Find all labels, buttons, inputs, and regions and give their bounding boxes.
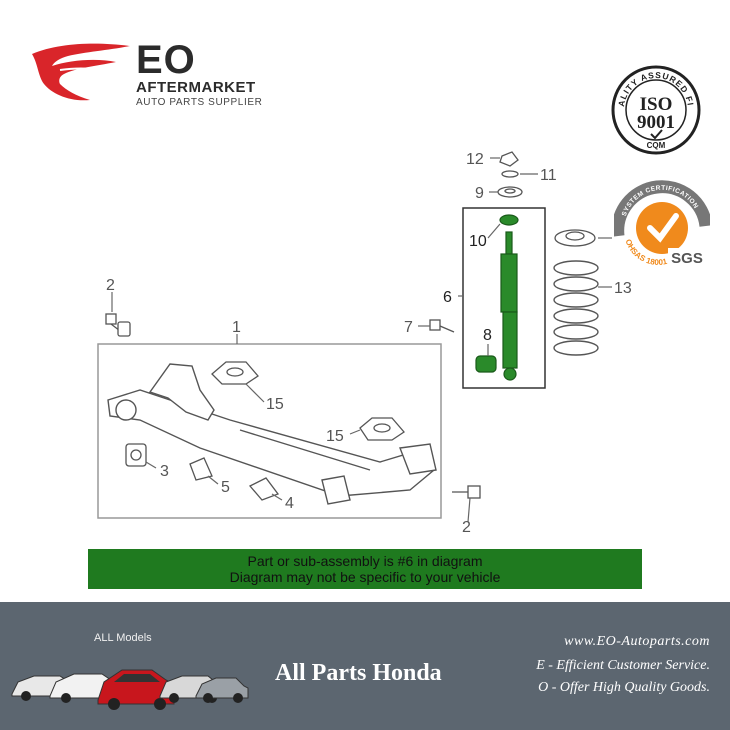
callout-2-bottom: 2 bbox=[462, 519, 471, 536]
car-lineup-image bbox=[11, 669, 249, 710]
sgs-ohsas-badge: SYSTEM CERTIFICATION OHSAS 18001 SGS bbox=[614, 180, 710, 267]
callout-6: 6 bbox=[443, 289, 452, 306]
callout-5: 5 bbox=[221, 479, 230, 496]
callout-9: 9 bbox=[475, 185, 484, 202]
washer-11 bbox=[501, 170, 519, 178]
rear-axle-beam bbox=[107, 363, 437, 505]
mount-bracket-15a bbox=[211, 361, 259, 385]
callout-7: 7 bbox=[404, 319, 413, 336]
eo-logo-icon bbox=[32, 43, 130, 101]
bracket-5 bbox=[189, 457, 213, 481]
check-icon bbox=[650, 129, 663, 140]
footer-banner bbox=[0, 602, 730, 730]
callout-11: 11 bbox=[540, 167, 557, 184]
brand-line2: AUTO PARTS SUPPLIER bbox=[136, 97, 263, 108]
tagline-2: O - Offer High Quality Goods. bbox=[538, 680, 710, 695]
website-link[interactable]: www.EO-Autoparts.com bbox=[564, 634, 710, 649]
callout-2-top: 2 bbox=[106, 277, 115, 294]
bushing-8 bbox=[475, 355, 497, 373]
callout-10: 10 bbox=[469, 233, 487, 250]
iso-main-text: ISO bbox=[640, 94, 673, 115]
bracket-4 bbox=[248, 477, 280, 501]
callout-15b: 15 bbox=[326, 428, 344, 445]
callout-12: 12 bbox=[466, 151, 484, 168]
callout-15a: 15 bbox=[266, 396, 284, 413]
footer-title: All Parts Honda bbox=[275, 660, 442, 686]
bushing-3 bbox=[125, 443, 147, 467]
axle-frame bbox=[97, 343, 442, 519]
callout-3: 3 bbox=[160, 463, 169, 480]
all-models-label: ALL Models bbox=[94, 632, 152, 644]
bolt-2-top bbox=[105, 313, 131, 337]
iso-number-text: 9001 bbox=[637, 112, 675, 133]
notice-line2: Diagram may not be specific to your vehi… bbox=[229, 569, 501, 585]
bolt-7 bbox=[429, 319, 455, 333]
car-silhouette-icon bbox=[195, 677, 249, 703]
callout-1: 1 bbox=[232, 319, 241, 336]
parts-diagram: 1 2 2 3 4 5 6 7 8 9 10 11 12 13 15 15 bbox=[97, 151, 632, 536]
bolt-2-bottom bbox=[452, 485, 481, 499]
tagline-1: E - Efficient Customer Service. bbox=[536, 658, 710, 673]
nut-12 bbox=[499, 151, 519, 167]
callout-13: 13 bbox=[614, 280, 632, 297]
brand-name: EO bbox=[136, 38, 196, 82]
mount-bracket-15b bbox=[359, 417, 405, 441]
car-silhouette-icon bbox=[97, 669, 175, 710]
callout-8: 8 bbox=[483, 327, 492, 344]
iso-sub-text: CQM bbox=[647, 141, 666, 150]
sgs-main-text: SGS bbox=[671, 250, 703, 267]
callout-4: 4 bbox=[285, 495, 294, 512]
brand-line1: AFTERMARKET bbox=[136, 79, 256, 96]
shock-absorber-6[interactable] bbox=[475, 214, 519, 381]
shock-assembly-box bbox=[462, 207, 546, 389]
iso-9001-badge: QUALITY ASSURED FIRM ISO 9001 CQM bbox=[610, 64, 701, 155]
notice-line1: Part or sub-assembly is #6 in diagram bbox=[247, 553, 483, 569]
coil-spring-13 bbox=[553, 260, 599, 356]
check-icon bbox=[647, 213, 679, 243]
diagram-notice: Part or sub-assembly is #6 in diagram Di… bbox=[88, 549, 642, 589]
spring-seat bbox=[554, 229, 596, 247]
